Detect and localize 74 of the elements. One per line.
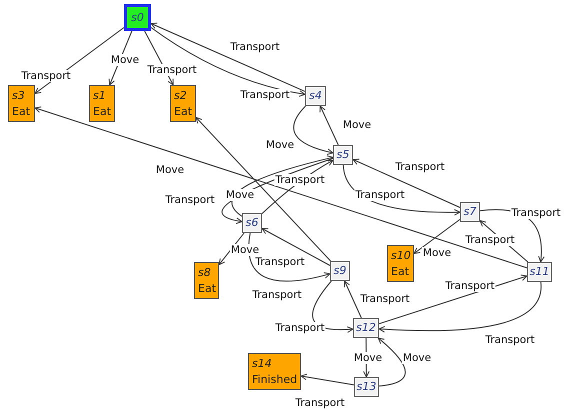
transition-arrow [352, 158, 460, 208]
transition-arrow [378, 338, 406, 386]
state-name: s12 [356, 321, 376, 335]
transition-arrow [320, 106, 339, 146]
edge-label: Transport [254, 256, 306, 268]
state-action: Finished [252, 372, 298, 388]
edge-label: Move [110, 54, 140, 66]
edge-label: Move [352, 352, 384, 364]
transition-arrow [293, 106, 334, 155]
transition-arrow [262, 228, 330, 266]
edge-label: Move [224, 189, 256, 201]
state-name: s9 [334, 264, 346, 278]
state-name: s5 [336, 148, 350, 162]
final-state-box [387, 245, 414, 282]
edge-label: Move [230, 244, 260, 256]
state-name: s7 [464, 205, 476, 219]
transition-arrow [231, 155, 334, 217]
transition-arrow [34, 106, 528, 268]
transition-arrow [312, 280, 354, 333]
transition-arrow [248, 232, 330, 282]
edge-label: Transport [354, 189, 406, 201]
state-box [305, 86, 326, 106]
state-name: s11 [530, 265, 550, 279]
state-action: Eat [391, 264, 410, 280]
edge-label: Transport [294, 397, 346, 409]
state-name: s14 [252, 356, 273, 372]
edge-label: Transport [164, 194, 216, 206]
edge-label: Transport [510, 207, 562, 219]
edge-label: Move [342, 119, 372, 131]
edge-label: Transport [444, 280, 496, 292]
edge-label: Transport [274, 322, 326, 334]
state-action: Eat [174, 104, 194, 120]
transition-arrow [300, 374, 354, 386]
edge-label: Transport [359, 293, 411, 305]
edge-label: Move [264, 139, 296, 151]
state-name: s8 [198, 265, 212, 281]
state-box [460, 202, 480, 222]
edge-label: Move [154, 164, 186, 176]
state-box [333, 145, 353, 165]
final-state-box [8, 85, 35, 122]
edge-label: Transport [229, 41, 281, 53]
edge-label: Transport [239, 89, 291, 101]
edge-label: Transport [146, 64, 198, 76]
final-state-box [89, 85, 115, 122]
final-state-box [194, 262, 219, 299]
state-name: s10 [391, 248, 412, 264]
transition-arrow [414, 218, 460, 254]
state-name: s2 [174, 88, 188, 104]
start-state-box [124, 4, 151, 31]
edge-label: Transport [251, 289, 303, 301]
state-name: s13 [356, 380, 376, 394]
state-action: Eat [12, 104, 32, 120]
state-action: Eat [93, 104, 112, 120]
edge-label: Move [402, 352, 432, 364]
edge-label: Transport [464, 234, 516, 246]
state-action: Eat [198, 281, 218, 297]
final-state-box [170, 85, 196, 122]
state-name: s3 [12, 88, 26, 104]
state-name: s1 [93, 88, 107, 104]
edge-label: Transport [20, 70, 72, 82]
edge-label: Transport [274, 174, 326, 186]
transition-arrow [344, 280, 362, 318]
edge-label: Move [422, 247, 452, 259]
final-state-box [248, 353, 301, 390]
state-box [330, 261, 350, 281]
state-box [242, 213, 262, 233]
edge-label: Transport [394, 161, 446, 173]
transition-arrow [196, 116, 332, 262]
state-name: s4 [309, 89, 322, 103]
transition-arrow [378, 282, 542, 332]
transition-arrow [378, 274, 528, 324]
edge-label: Transport [484, 334, 536, 346]
state-name: s6 [246, 216, 258, 230]
state-name: s0 [131, 10, 144, 24]
